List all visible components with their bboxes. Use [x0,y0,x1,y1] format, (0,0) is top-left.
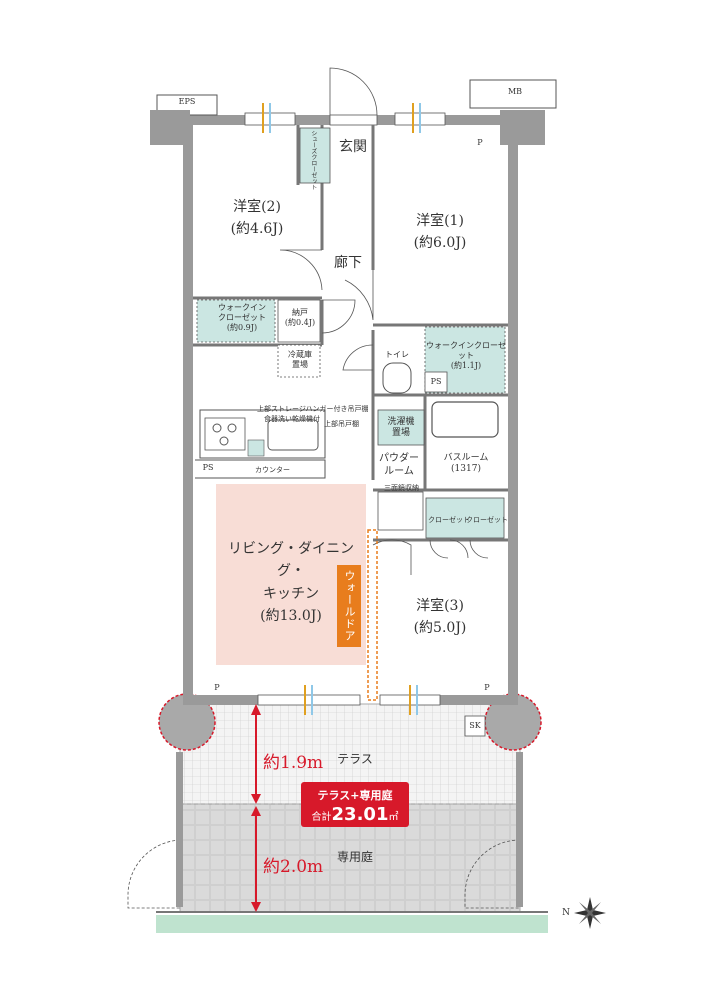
badge-total: 合計23.01㎡ [301,804,409,825]
washer-line1: 洗濯機 [387,417,415,427]
upper-cabinet-label: 上部吊戸棚 [324,420,359,428]
powder-label: パウダー ルーム [375,453,423,478]
terrace-label: テラス [337,752,373,766]
room1-name: 洋室(1) [416,213,464,229]
wall-door-text: ウォールドア [343,570,356,642]
mirror-storage-label: 三面鏡収納 [384,484,419,492]
room2-name: 洋室(2) [233,199,281,215]
pipe-label-left: P [214,683,220,692]
eps-label: EPS [178,97,196,106]
ldk-line2: キッチン [263,585,319,602]
room2-size: (約4.6J) [230,221,284,238]
room3-name: 洋室(3) [416,598,464,614]
walk-in-closet-left [196,299,276,343]
ps-label-right: PS [430,377,442,386]
entrance-door [329,67,378,116]
storage-label: 納戸 (約0.4J) [279,308,321,328]
garden-dimension: 約2.0m [263,857,324,877]
grass-strip [156,915,548,933]
pipe-label-right: P [484,683,490,692]
wic-right-line2: (約1.1J) [450,361,482,370]
area-badge: テラス+専用庭 合計23.01㎡ [301,782,409,827]
compass-north-label: N [562,908,570,918]
room2-label: 洋室(2) (約4.6J) [222,196,292,241]
hall-label: 廊下 [334,255,362,271]
closet-label-2: クローゼット [466,516,508,524]
closet-label-1: クローゼット [428,516,470,524]
bath-label: バスルーム (1317) [432,453,500,476]
garden-label: 専用庭 [336,850,373,864]
garden-gate-right [464,839,521,909]
wic-right-line1: ウォークインクローゼット [426,341,506,360]
upper-hanger-label: 上部ストレージハンガー付き吊戸棚 [257,405,369,413]
ldk-line1: リビング・ダイニング・ [228,541,354,580]
room3-label: 洋室(3) (約5.0J) [405,595,475,640]
ldk-line3: (約13.0J) [260,608,322,625]
terrace-dimension: 約1.9m [263,753,324,773]
mb-label: MB [507,87,523,96]
sk-label: SK [469,721,481,730]
entrance-label: 玄関 [339,139,367,155]
bath-line1: バスルーム [443,453,489,463]
room1-label: 洋室(1) (約6.0J) [405,210,475,255]
bathtub [431,401,499,438]
mb-box [469,79,557,109]
powder-line1: パウダー [379,453,419,464]
shoe-closet [299,127,331,184]
bath-line2: (1317) [451,464,481,475]
counter-label: カウンター [255,466,290,474]
dishwasher-label: 食器洗い乾燥機付 [264,415,320,423]
storage-line2: (約0.4J) [284,318,316,327]
badge-prefix: 合計 [311,812,332,823]
room1-size: (約6.0J) [413,235,467,252]
storage-line1: 納戸 [292,308,308,317]
washer-space [377,409,425,446]
wic-left-label: ウォークイン クローゼット (約0.9J) [212,303,272,333]
wic-left-line2: クローゼット [218,313,266,322]
shoe-closet-label: シューズクローゼット [309,130,317,190]
closet-room3 [425,497,505,539]
badge-unit: ㎡ [388,812,399,823]
fridge-line1: 冷蔵庫 [288,350,312,359]
wic-right-label: ウォークインクローゼット (約1.1J) [426,341,506,371]
washer-line2: 置場 [391,428,410,439]
powder-line2: ルーム [384,465,414,477]
room3-size: (約5.0J) [413,620,467,637]
wall-door-label: ウォールドア [337,565,361,647]
toilet-label: トイレ [385,350,409,359]
ldk-label: リビング・ダイニング・ キッチン (約13.0J) [216,538,366,628]
badge-title: テラス+専用庭 [317,789,393,802]
storage-nando [277,299,321,343]
badge-value: 23.01 [331,804,389,825]
wic-left-line1: ウォークイン [218,303,266,312]
fridge-space [277,344,321,378]
wic-left-line3: (約0.9J) [226,323,258,332]
ps-label-left: PS [202,463,214,472]
fridge-line2: 置場 [292,360,308,369]
fridge-label: 冷蔵庫 置場 [279,350,321,370]
garden-gate-left [127,839,181,909]
compass-icon [574,897,606,929]
washer-label: 洗濯機 置場 [380,417,422,440]
pipe-label-top: P [477,138,483,147]
